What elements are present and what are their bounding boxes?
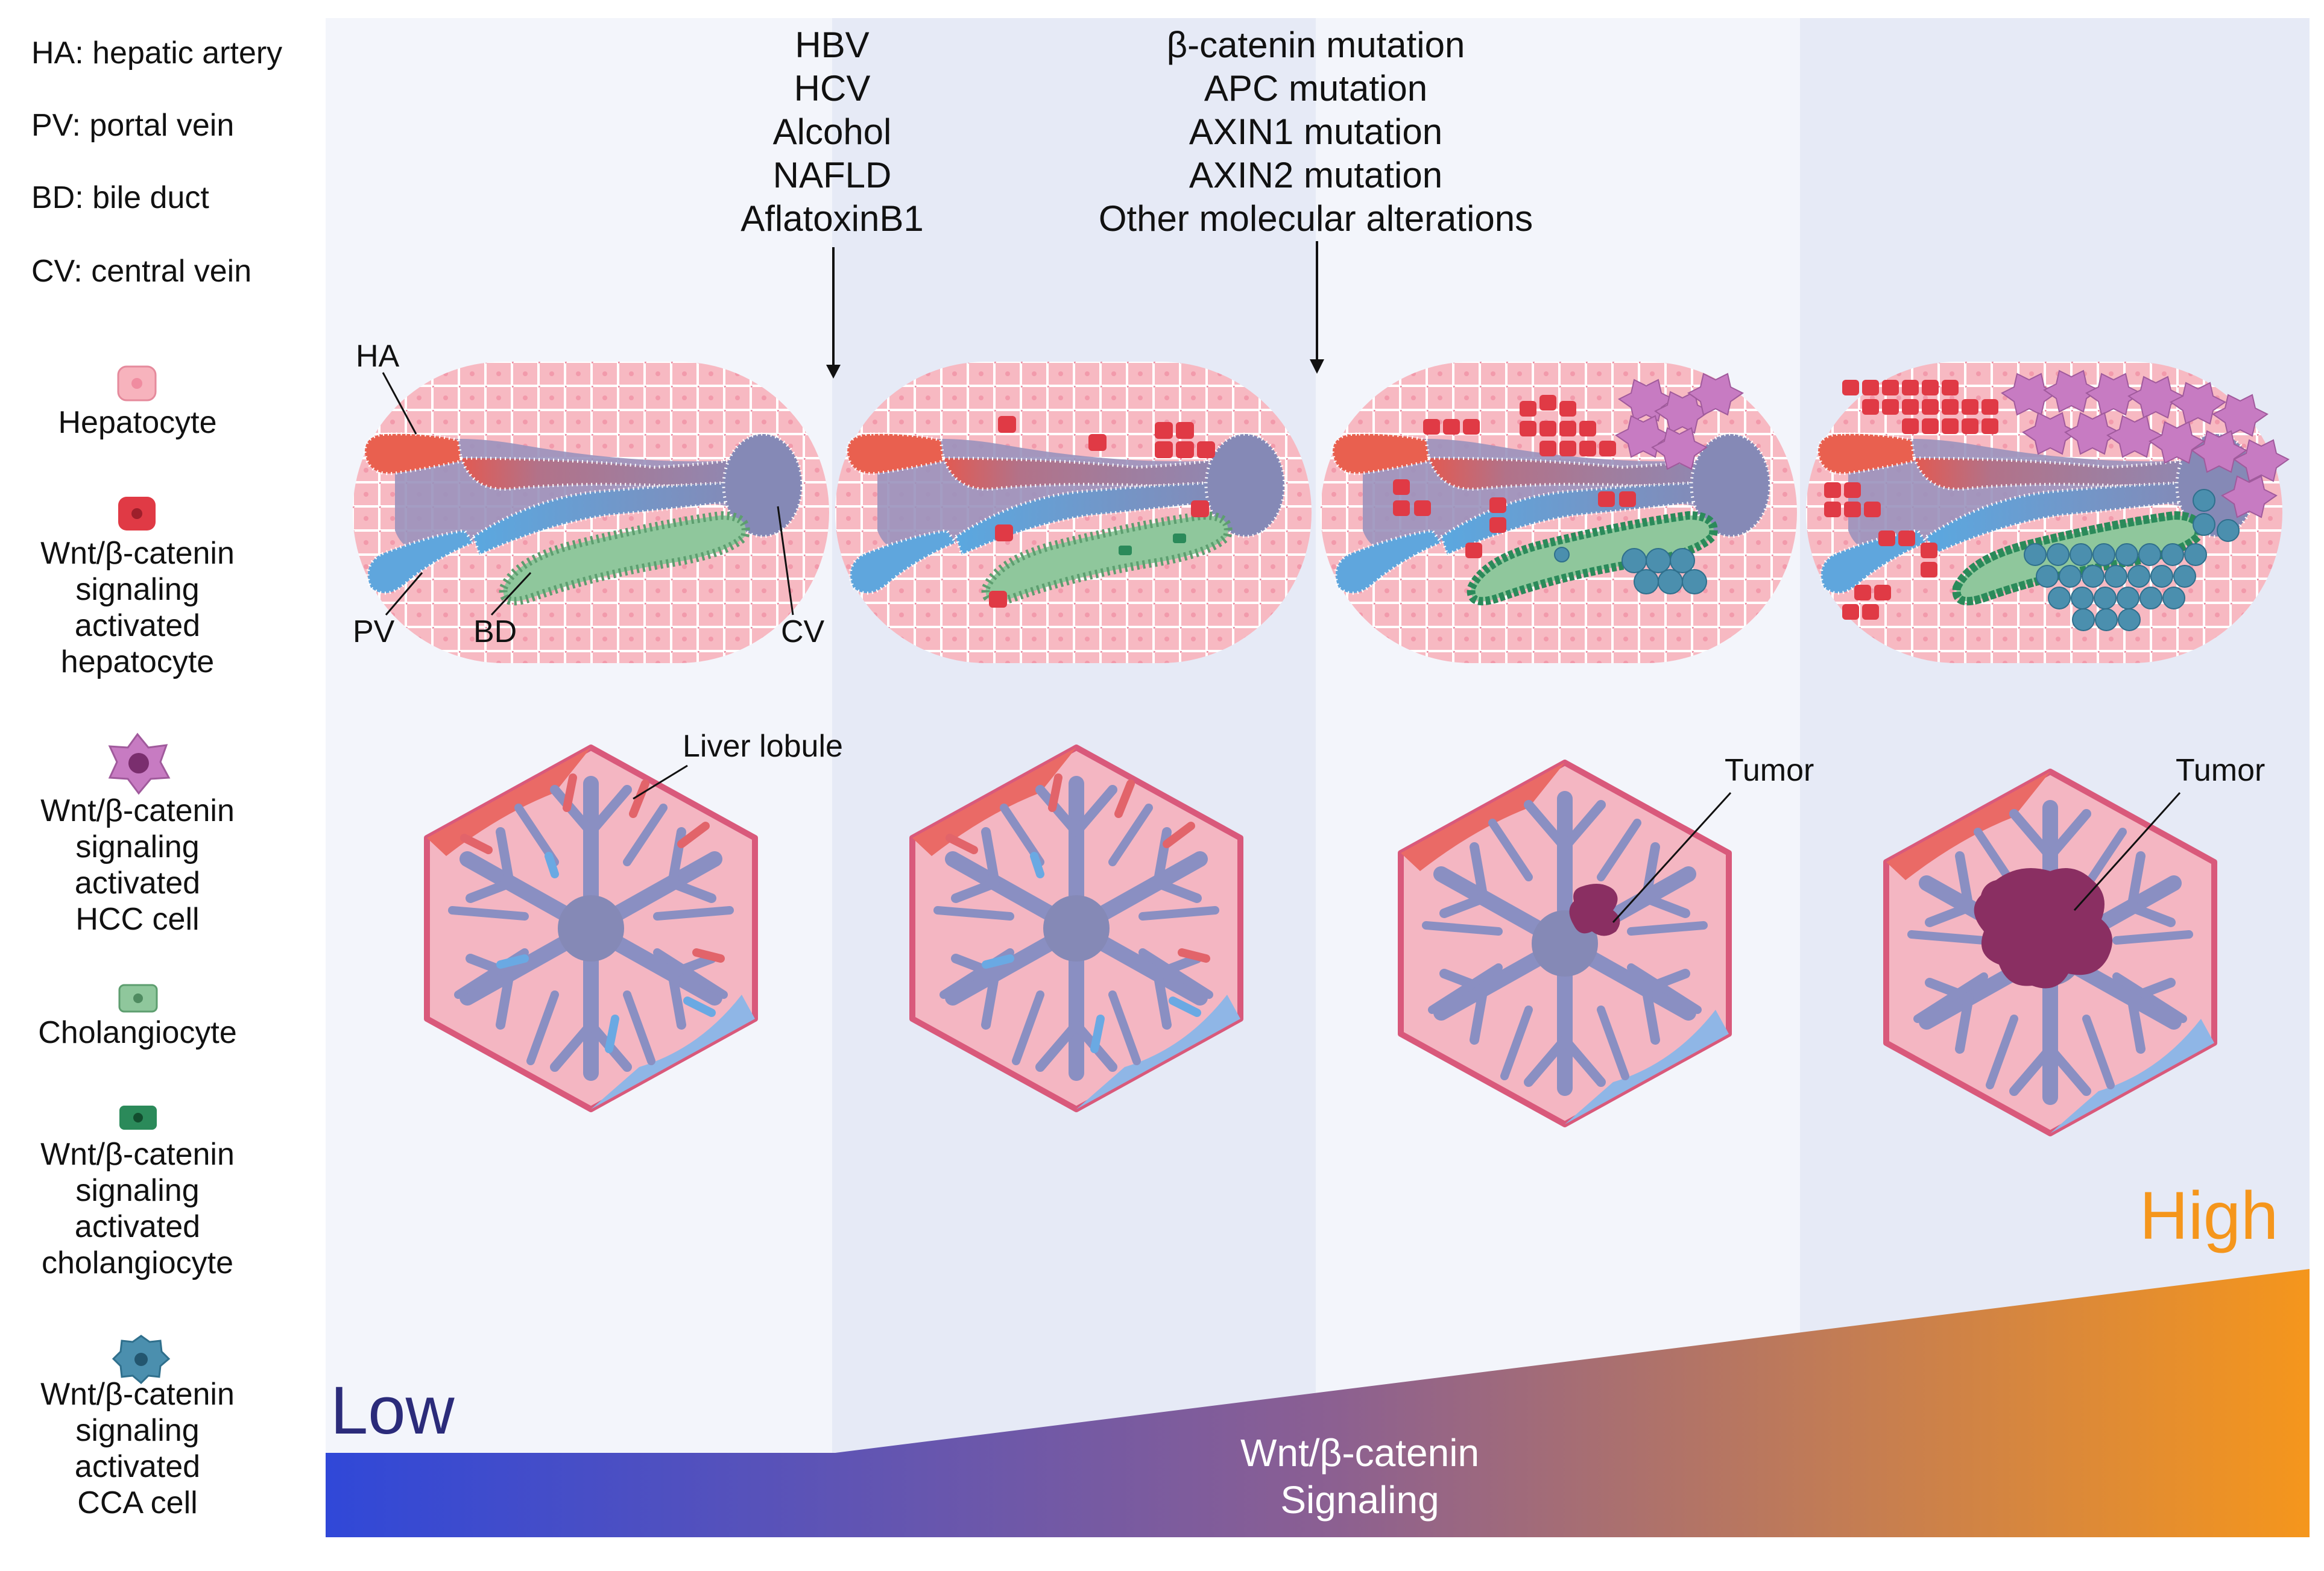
signaling-gradient-bar <box>326 1269 2310 1537</box>
tumor-label-stage-4: Tumor <box>2176 753 2265 788</box>
liver-lobule-pointer <box>633 764 688 800</box>
abbr-cv: CV: central vein <box>31 254 251 289</box>
mutation-arrowhead <box>1310 359 1324 374</box>
abbr-bd: BD: bile duct <box>31 180 209 215</box>
risk-factor-list-line: NAFLD <box>773 155 892 195</box>
liver-section-stage-3 <box>1321 362 1797 663</box>
mutation-list-line: APC mutation <box>1204 68 1427 109</box>
mutation-list-line: AXIN2 mutation <box>1189 155 1442 195</box>
legend-label-wnt-hepatocyte: Wnt/β-cateninsignalingactivatedhepatocyt… <box>40 536 235 679</box>
risk-factor-arrowhead <box>826 365 841 379</box>
legend-label-wnt-cca-cell-line: activated <box>75 1449 200 1484</box>
legend-label-wnt-hepatocyte-line: Wnt/β-catenin <box>40 536 235 571</box>
legend-icons <box>108 365 171 1385</box>
tumor-pointer-stage-4 <box>2073 792 2181 911</box>
label-cv: CV <box>781 614 825 649</box>
label-bd: BD <box>473 614 517 649</box>
label-pv: PV <box>353 614 395 649</box>
mutation-list-line: β-catenin mutation <box>1167 25 1465 65</box>
tumor-label-stage-3: Tumor <box>1725 753 1814 788</box>
legend-label-wnt-hcc-cell-line: Wnt/β-catenin <box>40 793 235 828</box>
legend-label-wnt-cca-cell-line: signaling <box>75 1413 199 1448</box>
legend-label-wnt-cholangiocyte-line: signaling <box>75 1173 199 1208</box>
gradient-low-label: Low <box>330 1373 455 1448</box>
legend-label-wnt-cca-cell-line: CCA cell <box>77 1485 197 1520</box>
legend-label-hepatocyte: Hepatocyte <box>58 405 216 440</box>
legend-label-cholangiocyte-line: Cholangiocyte <box>38 1015 237 1050</box>
mutation-list-line: AXIN1 mutation <box>1189 112 1442 152</box>
legend-label-wnt-hepatocyte-line: hepatocyte <box>61 644 214 679</box>
liver-lobule-stage-3 <box>1398 760 1732 1127</box>
tumor-large <box>1974 868 2112 989</box>
legend-label-cholangiocyte: Cholangiocyte <box>38 1015 237 1050</box>
legend-label-wnt-hepatocyte-line: activated <box>75 608 200 643</box>
gradient-high-label: High <box>2139 1178 2278 1253</box>
risk-factor-list-line: Alcohol <box>773 112 892 152</box>
liver-section-stage-2 <box>835 362 1312 663</box>
legend-label-wnt-cholangiocyte-line: activated <box>75 1209 200 1244</box>
abbr-pv: PV: portal vein <box>31 108 234 143</box>
risk-factor-list-line: HCV <box>794 68 871 109</box>
gradient-signal-line-1: Wnt/β-catenin <box>1240 1431 1479 1475</box>
legend-labels: Hepatocyte Wnt/β-cateninsignalingactivat… <box>38 405 237 1520</box>
liver-lobule-label: Liver lobule <box>683 729 843 764</box>
legend-label-wnt-cholangiocyte: Wnt/β-cateninsignalingactivatedcholangio… <box>40 1137 235 1280</box>
abbr-ha: HA: hepatic artery <box>31 36 282 71</box>
legend-label-hepatocyte-line: Hepatocyte <box>58 405 216 440</box>
liver-section-stage-4 <box>1806 362 2290 663</box>
stage-1-vessel-labels: HA PV BD CV <box>353 339 825 649</box>
liver-lobule-stage-4 <box>1883 769 2217 1136</box>
liver-lobule-stage-2 <box>909 745 1243 1112</box>
risk-factor-list-line: AflatoxinB1 <box>740 198 924 239</box>
legend-label-wnt-cholangiocyte-line: Wnt/β-catenin <box>40 1137 235 1172</box>
tumor-small <box>1569 884 1620 936</box>
label-ha: HA <box>356 339 400 374</box>
legend-label-wnt-hcc-cell-line: HCC cell <box>75 902 199 937</box>
abbreviation-list: HA: hepatic artery PV: portal vein BD: b… <box>31 36 282 289</box>
legend-label-wnt-cholangiocyte-line: cholangiocyte <box>42 1245 233 1280</box>
gradient-signal-line-2: Signaling <box>1280 1478 1439 1522</box>
risk-factor-list-line: HBV <box>795 25 869 65</box>
liver-lobule-stage-1 <box>424 745 758 1112</box>
tumor-pointer-stage-3 <box>1612 792 1732 924</box>
liver-section-stage-1 <box>353 362 829 663</box>
legend-label-wnt-hcc-cell-line: signaling <box>75 830 199 864</box>
legend-label-wnt-hcc-cell-line: activated <box>75 866 200 901</box>
legend-label-wnt-cca-cell-line: Wnt/β-catenin <box>40 1377 235 1412</box>
mutation-list-line: Other molecular alterations <box>1099 198 1533 239</box>
legend-label-wnt-hepatocyte-line: signaling <box>75 572 199 607</box>
